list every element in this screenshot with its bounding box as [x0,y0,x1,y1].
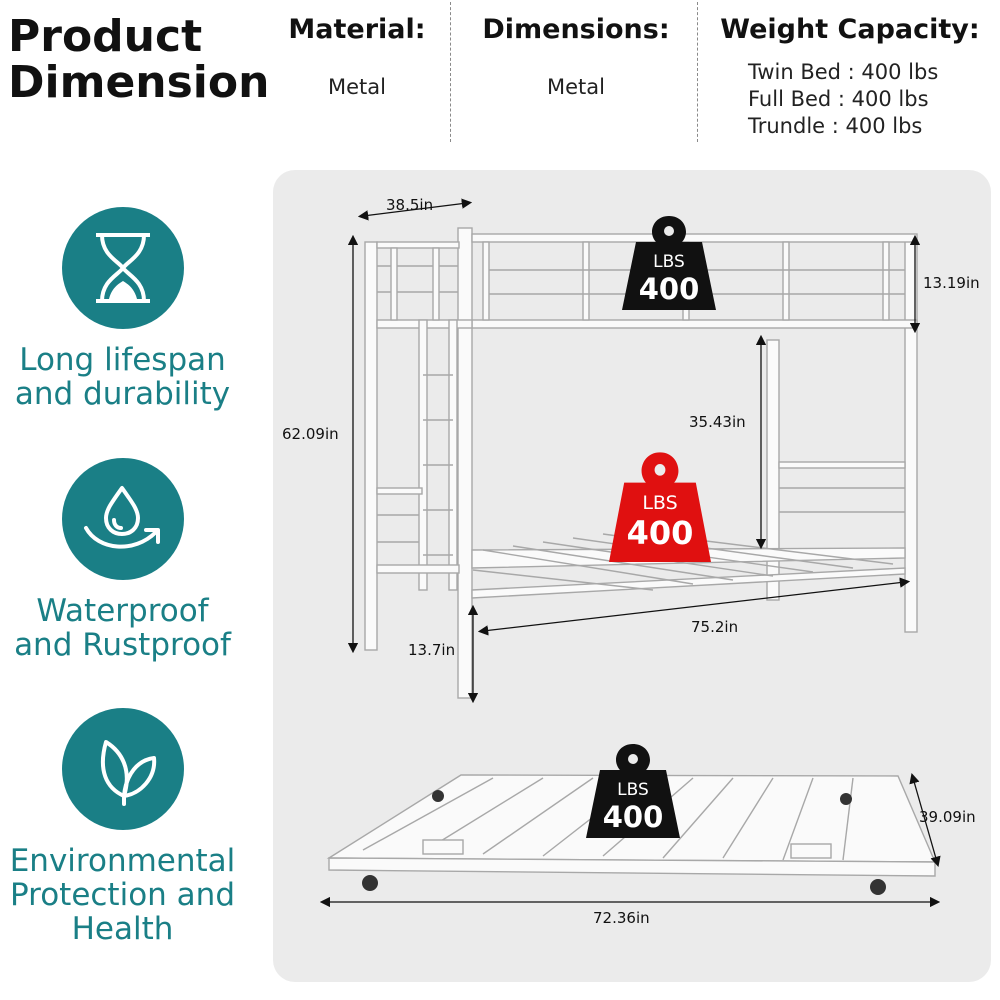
dim-trundle-length: 72.36in [593,909,650,927]
material-column: Material: Metal [282,0,432,142]
water-drop-icon [61,458,184,580]
feature-text: Long lifespan and durability [0,343,245,411]
material-value: Metal [328,75,386,99]
title-line-2: Dimension [8,57,270,108]
feature-text: Waterproof and Rustproof [0,594,245,662]
feature-line: and durability [14,376,231,412]
weight-trundle: LBS 400 [586,742,680,838]
weight-column: Weight Capacity: Twin Bed : 400 lbs Full… [705,0,995,142]
feature-lifespan: Long lifespan and durability [0,207,245,411]
leaf-icon [61,708,184,830]
weight-line-full: Full Bed : 400 lbs [748,87,929,111]
feature-environment: Environmental Protection and Health [0,708,245,946]
dimensions-column: Dimensions: Metal [470,0,682,142]
weight-icon [586,744,680,838]
weight-line-trundle: Trundle : 400 lbs [748,114,923,138]
hourglass-icon [61,207,184,329]
feature-line: Long lifespan [19,342,226,378]
feature-line: Health [71,911,174,947]
feature-line: Environmental [9,843,236,879]
weight-bottom-bunk: LBS 400 [609,450,711,562]
feature-line: Waterproof [36,593,209,629]
dim-gap-height: 35.43in [689,413,746,431]
divider [450,2,451,142]
page-title: Product Dimension [8,14,269,106]
weight-label: Weight Capacity: [720,14,980,45]
weight-lbs-label: LBS [653,252,685,272]
feature-line: Protection and [9,877,235,913]
title-line-1: Product [8,11,203,62]
bunk-bed-illustration [319,198,941,908]
product-panel: 38.5in 13.19in 62.09in 35.43in 75.2in 13… [273,170,991,982]
feature-line: and Rustproof [14,627,231,663]
dimensions-label: Dimensions: [482,14,670,45]
weight-value: 400 [602,800,664,834]
dim-bottom-clearance: 13.7in [408,641,456,659]
dimensions-value: Metal [547,75,605,99]
dim-total-height: 62.09in [282,425,339,443]
divider [697,2,698,142]
dim-length: 75.2in [691,618,739,636]
weight-icon [609,452,711,562]
dim-rail-height: 13.19in [923,274,980,292]
feature-waterproof: Waterproof and Rustproof [0,458,245,662]
weight-icon [622,216,716,310]
weight-value: 400 [638,272,700,306]
feature-text: Environmental Protection and Health [0,844,245,946]
dim-width-top: 38.5in [386,196,434,214]
material-label: Material: [288,14,426,45]
weight-lbs-label: LBS [642,492,678,514]
weight-lines: Twin Bed : 400 lbs Full Bed : 400 lbs Tr… [705,59,995,140]
weight-lbs-label: LBS [617,780,649,800]
weight-line-twin: Twin Bed : 400 lbs [748,60,939,84]
weight-value: 400 [626,514,694,552]
dim-trundle-width: 39.09in [919,808,976,826]
weight-top-bunk: LBS 400 [622,214,716,310]
